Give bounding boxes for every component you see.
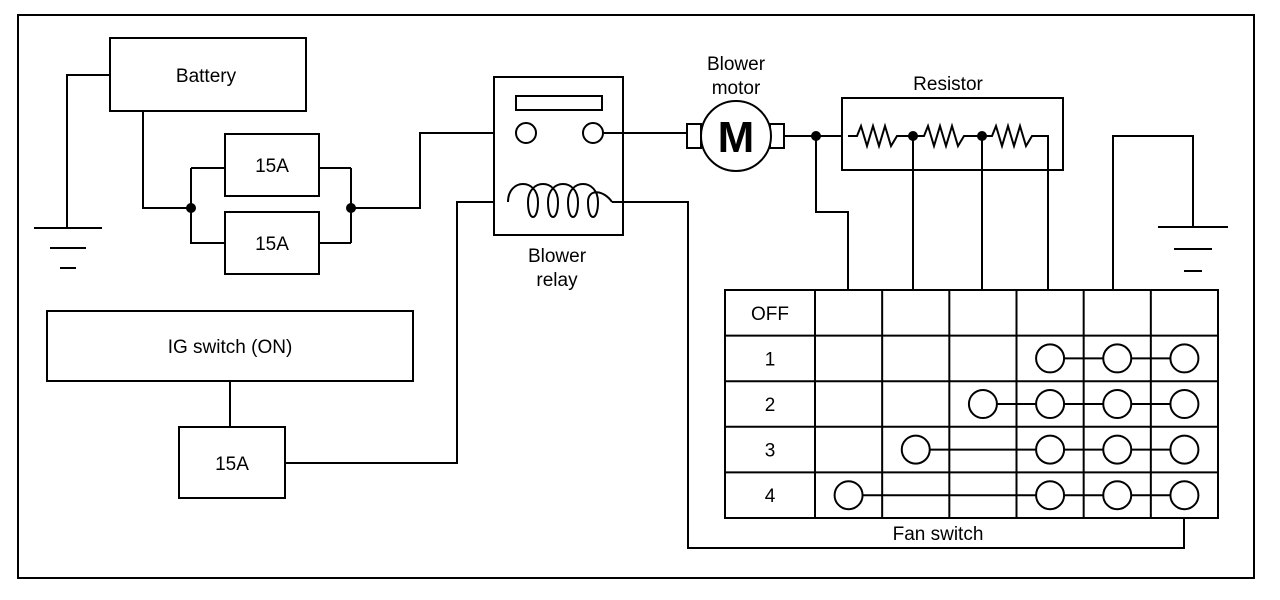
blower-relay-label-line2: relay	[536, 270, 578, 291]
fuse-ig: 15A	[178, 201, 510, 499]
fan-position-label: 2	[765, 395, 776, 416]
blower-relay-label-line1: Blower	[528, 246, 587, 267]
fan-position-label: 1	[765, 349, 776, 370]
fan-position-label: 3	[765, 441, 776, 462]
switch-contact	[1102, 389, 1133, 419]
switch-contact	[967, 389, 998, 419]
blower-relay: Blower relay	[493, 76, 1185, 549]
fan-switch-label: Fan switch	[893, 524, 984, 545]
motor-symbol: M	[718, 113, 755, 162]
switch-contact	[1035, 480, 1066, 511]
fan-switch-grid	[725, 290, 1218, 518]
ig-switch: IG switch (ON)	[46, 310, 414, 427]
switch-contact	[1035, 343, 1066, 374]
resistor-label: Resistor	[913, 74, 983, 95]
blower-motor-label-line2: motor	[712, 78, 761, 99]
switch-contact	[1102, 434, 1133, 465]
switch-contact	[900, 434, 931, 465]
fan-switch-contacts	[833, 343, 1200, 511]
diagram-frame	[17, 14, 1255, 579]
ground-symbol-left	[34, 74, 110, 269]
switch-contact	[833, 480, 864, 511]
fan-switch-positions: OFF 1 2 3 4	[751, 304, 789, 507]
fan-position-label: 4	[765, 486, 776, 507]
blower-motor-label-line1: Blower	[707, 54, 766, 75]
battery: Battery	[109, 37, 307, 112]
fuse-wiring	[142, 111, 515, 244]
switch-contact	[1169, 343, 1200, 374]
fan-switch-table: OFF 1 2 3 4 Fan switch	[724, 289, 1219, 546]
fuse-top-label: 15A	[255, 156, 289, 177]
switch-contact	[1102, 480, 1133, 511]
ig-switch-label: IG switch (ON)	[168, 337, 293, 358]
junction-dot	[346, 203, 356, 213]
resistor: Resistor	[811, 74, 1064, 290]
switch-contact	[1102, 343, 1133, 374]
fan-position-label: OFF	[751, 304, 789, 325]
switch-contact	[1035, 434, 1066, 465]
switch-contact	[1035, 389, 1066, 419]
switch-contact	[1169, 434, 1200, 465]
battery-label: Battery	[176, 66, 237, 87]
fuse-bottom: 15A	[224, 211, 320, 275]
junction-dot	[186, 203, 196, 213]
ground-symbol-right	[1112, 135, 1228, 290]
switch-contact	[1169, 389, 1200, 419]
switch-contact	[1169, 480, 1200, 511]
relay-coil	[507, 183, 613, 218]
blower-motor: Blower motor M	[686, 54, 848, 172]
fuse-bottom-label: 15A	[255, 234, 289, 255]
fuse-top: 15A	[224, 133, 320, 197]
relay-terminal	[582, 122, 604, 144]
fuse-ig-label: 15A	[215, 454, 249, 475]
relay-terminal	[515, 122, 537, 144]
